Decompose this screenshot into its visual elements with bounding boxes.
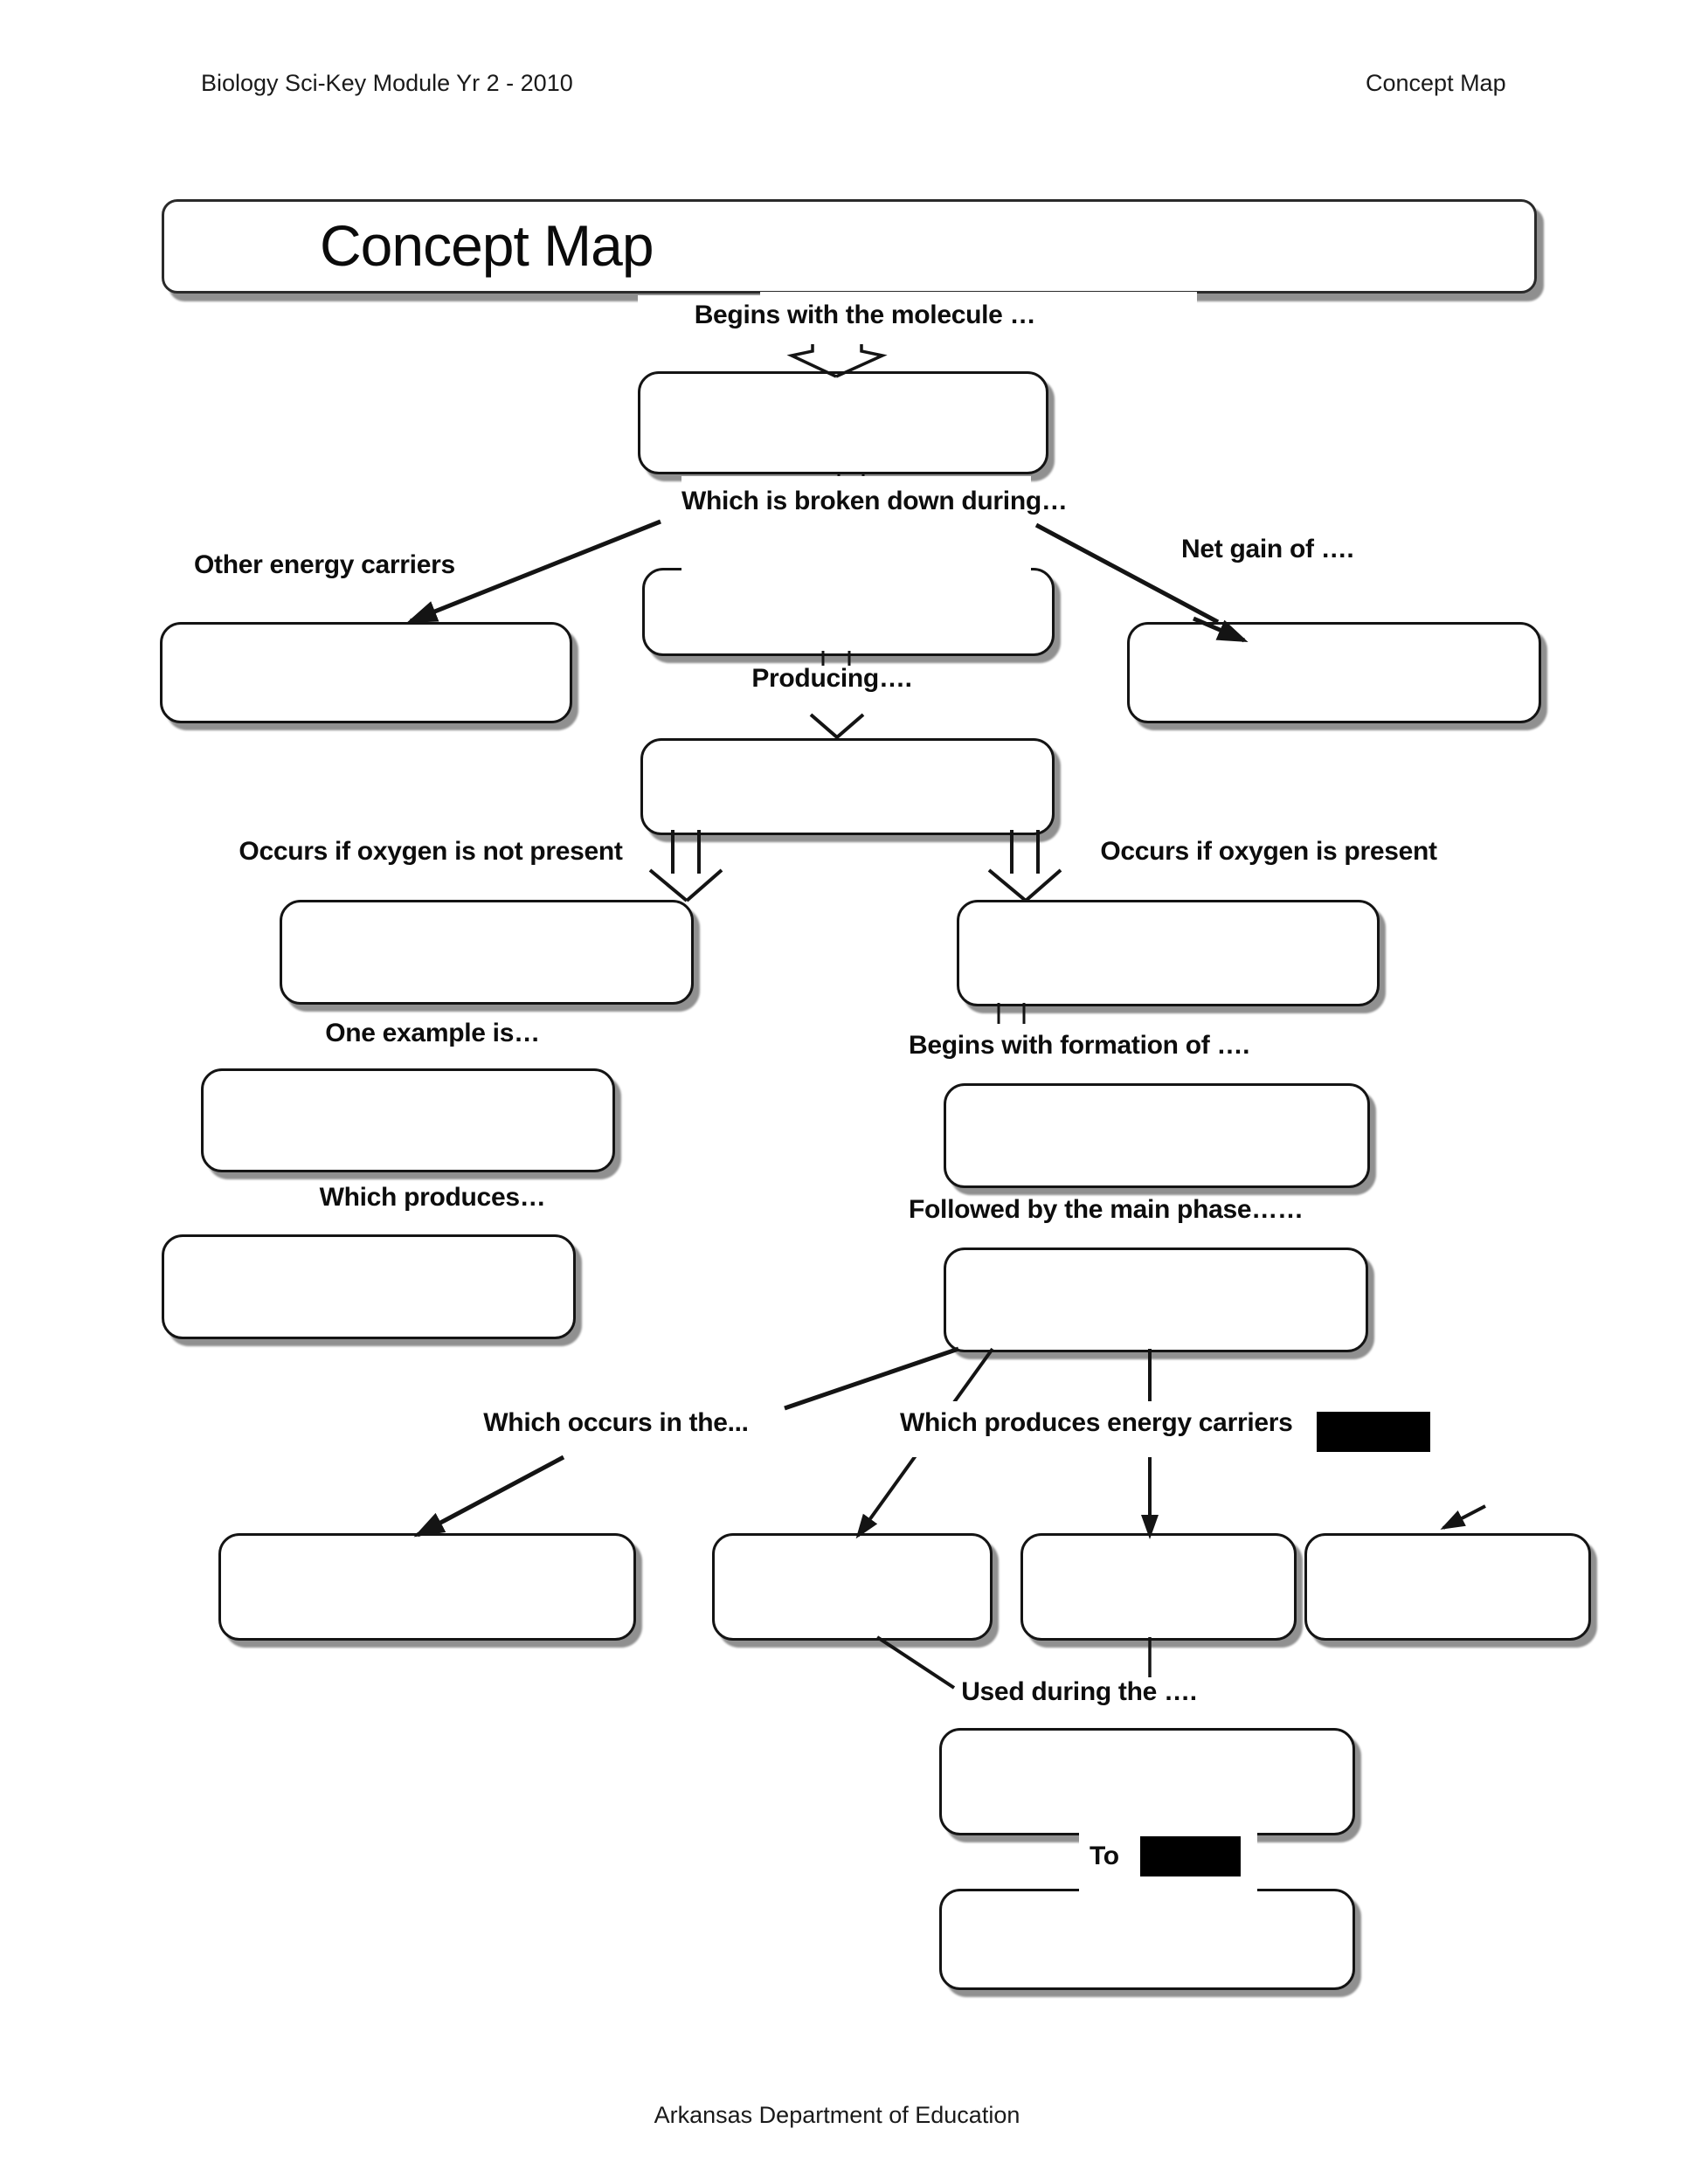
box-formation-result[interactable]	[944, 1083, 1370, 1188]
redacted-to-value	[1140, 1836, 1241, 1876]
line-to-net-gain	[1034, 522, 1220, 625]
box-energy-carrier-3[interactable]	[1304, 1533, 1591, 1641]
box-occurs-location[interactable]	[218, 1533, 636, 1641]
box-other-energy-carriers[interactable]	[160, 622, 572, 723]
arrow-into-net-gain-box	[1193, 616, 1249, 643]
box-anaerobic-process[interactable]	[280, 900, 694, 1005]
box-energy-carrier-2[interactable]	[1020, 1533, 1297, 1641]
page-title: Concept Map	[320, 213, 654, 278]
header-left-text: Biology Sci-Key Module Yr 2 - 2010	[201, 70, 573, 96]
label-oxygen-absent: Occurs if oxygen is not present	[239, 837, 623, 866]
box-producing-result[interactable]	[640, 738, 1055, 835]
label-oxygen-present: Occurs if oxygen is present	[1100, 837, 1437, 866]
label-broken-down: Which is broken down during…	[681, 476, 1068, 588]
box-example-product[interactable]	[162, 1234, 576, 1339]
hollow-arrow-right	[987, 830, 1062, 902]
arrow-to-location-box	[413, 1455, 565, 1538]
label-producing: Producing….	[751, 664, 912, 693]
box-molecule[interactable]	[638, 371, 1048, 474]
box-used-during[interactable]	[939, 1728, 1355, 1835]
box-main-phase[interactable]	[944, 1248, 1368, 1352]
label-which-produces: Which produces…	[319, 1183, 546, 1212]
label-which-occurs: Which occurs in the...	[476, 1408, 756, 1448]
line-from-carrier-1	[875, 1635, 956, 1690]
redacted-carriers-value	[1317, 1412, 1430, 1452]
arrow-to-carrier-3	[1440, 1504, 1486, 1530]
arrow-to-other-carriers	[406, 519, 661, 624]
label-produces-carriers: Which produces energy carriers	[900, 1401, 1311, 1457]
label-begins-formation: Begins with formation of ….	[909, 1031, 1250, 1060]
label-followed-by: Followed by the main phase……	[909, 1195, 1304, 1224]
chevron-down-arrow-icon	[809, 713, 865, 740]
label-net-gain: Net gain of ….	[1181, 535, 1354, 563]
box-net-gain[interactable]	[1127, 622, 1541, 723]
box-aerobic-process[interactable]	[957, 900, 1380, 1006]
line-to-which-occurs	[784, 1346, 959, 1411]
header-right-text: Concept Map	[1366, 70, 1506, 96]
hollow-arrow-left	[648, 830, 723, 902]
label-other-energy-carriers: Other energy carriers	[194, 550, 455, 579]
label-one-example: One example is…	[325, 1019, 540, 1047]
box-anaerobic-example[interactable]	[201, 1068, 615, 1172]
label-begins-molecule: Begins with the molecule …	[638, 295, 1092, 344]
footer-text: Arkansas Department of Education	[654, 2102, 1020, 2128]
label-used-during: Used during the ….	[961, 1677, 1197, 1719]
box-energy-carrier-1[interactable]	[712, 1533, 993, 1641]
